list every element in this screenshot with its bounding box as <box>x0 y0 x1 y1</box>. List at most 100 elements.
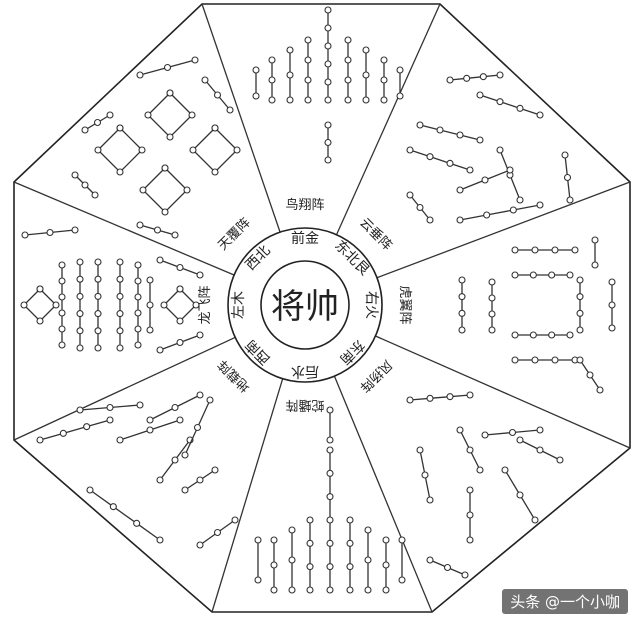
soldier-dot <box>226 106 234 114</box>
soldier-dot <box>153 226 162 234</box>
soldier-dot <box>496 98 504 106</box>
formation-chain <box>449 74 501 81</box>
soldier-dot <box>458 326 466 334</box>
soldier-dot <box>288 556 296 564</box>
soldier-dot <box>171 456 179 464</box>
soldier-dot <box>116 292 124 300</box>
soldier-dot <box>304 56 312 64</box>
soldier-dot <box>496 146 504 154</box>
outer-ring-circle <box>227 227 383 383</box>
soldier-dot <box>488 310 496 318</box>
soldier-dot <box>456 426 464 434</box>
soldier-dot <box>134 293 142 301</box>
soldier-dot <box>81 181 89 189</box>
soldier-dot <box>58 309 66 317</box>
soldier-dot <box>346 539 354 547</box>
soldier-dot <box>416 446 424 454</box>
soldier-dot <box>211 466 219 474</box>
divider-line <box>375 335 631 449</box>
soldier-dot <box>166 89 174 97</box>
soldier-dot <box>20 301 28 309</box>
soldier-dot <box>231 516 239 524</box>
soldier-dot <box>456 131 464 139</box>
soldier-dot <box>566 331 574 339</box>
soldier-dot <box>406 146 414 154</box>
outer-label-north: 鸟翔阵 <box>285 197 324 213</box>
soldier-dot <box>586 371 594 379</box>
soldier-dot <box>58 293 66 301</box>
soldier-dot <box>196 271 204 279</box>
soldier-dot <box>466 446 474 454</box>
soldier-dot <box>556 456 564 464</box>
soldier-dot <box>566 271 574 279</box>
soldier-dot <box>508 428 517 437</box>
inner-label-west: 左木 <box>231 291 247 319</box>
soldier-dot <box>362 46 370 54</box>
soldier-dot <box>382 586 390 594</box>
soldier-dot <box>531 516 539 524</box>
soldier-dot <box>516 196 524 204</box>
soldier-dot <box>146 326 154 334</box>
soldier-dot <box>346 586 354 594</box>
formation-chain <box>89 489 161 541</box>
soldier-dot <box>183 186 191 194</box>
soldier-dot <box>106 111 114 119</box>
soldier-dot <box>509 206 517 214</box>
inner-label-southwest: 西南 <box>243 336 274 367</box>
soldier-dot <box>398 536 406 544</box>
soldier-dot <box>516 104 524 112</box>
soldier-dot <box>134 261 142 269</box>
soldier-dot <box>382 536 390 544</box>
soldier-dot <box>58 277 66 285</box>
soldier-dot <box>608 278 616 286</box>
soldier-dot <box>324 121 332 129</box>
soldier-dot <box>286 96 294 104</box>
soldier-dot <box>488 326 496 334</box>
soldier-dot <box>196 331 204 339</box>
soldier-dot <box>286 71 294 79</box>
formation-chain <box>192 127 238 173</box>
soldier-dot <box>326 469 334 477</box>
rings <box>227 227 383 383</box>
formation-chain <box>459 204 541 221</box>
soldier-dot <box>268 96 276 104</box>
soldier-dot <box>254 536 262 544</box>
soldier-dot <box>446 393 454 401</box>
soldier-dot <box>106 403 114 412</box>
soldier-dot <box>233 146 241 154</box>
soldier-dot <box>306 563 314 571</box>
soldier-dot <box>421 471 429 479</box>
soldier-dot <box>161 164 169 172</box>
soldier-dot <box>476 466 484 474</box>
soldier-dot <box>563 173 572 182</box>
soldier-dot <box>58 261 66 269</box>
outer-label-northeast: 云垂阵 <box>356 215 394 253</box>
divider-line <box>13 336 236 441</box>
soldier-dot <box>466 166 474 174</box>
soldier-dot <box>416 203 424 212</box>
soldier-dot <box>138 146 146 154</box>
soldier-dot <box>576 309 584 317</box>
soldier-dot <box>416 121 424 129</box>
soldier-dot <box>94 258 102 266</box>
soldier-dot <box>76 275 84 283</box>
soldier-dot <box>94 146 102 154</box>
soldier-dot <box>426 394 434 402</box>
soldier-dot <box>94 310 102 318</box>
soldier-dot <box>286 46 294 54</box>
soldier-dot <box>481 431 489 439</box>
center-label: 将帅 <box>271 287 339 327</box>
soldier-dot <box>362 71 370 79</box>
soldier-dot <box>479 73 487 81</box>
soldier-dot <box>134 325 142 333</box>
soldier-dot <box>21 231 29 239</box>
outer-label-southeast: 风扬阵 <box>356 356 394 394</box>
soldier-dot <box>109 503 117 511</box>
soldier-dot <box>571 246 579 254</box>
inner-label-northwest: 西北 <box>243 243 274 274</box>
formation-chain <box>97 127 143 173</box>
soldier-dot <box>364 556 372 564</box>
soldier-dot <box>52 301 60 309</box>
divider-line <box>333 375 433 613</box>
soldier-dot <box>458 276 466 284</box>
